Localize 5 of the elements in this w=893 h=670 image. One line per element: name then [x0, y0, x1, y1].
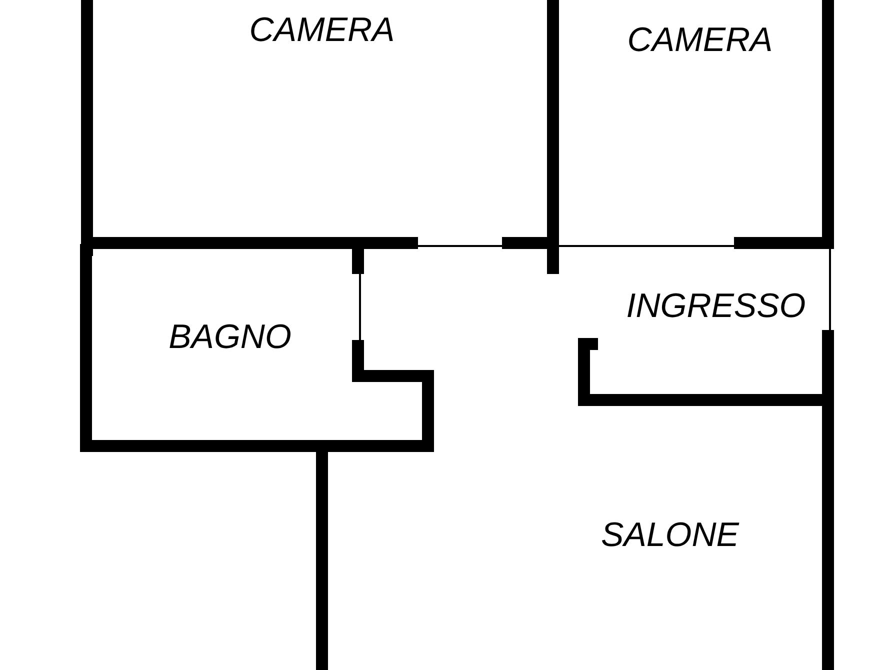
room-label: SALONE — [601, 518, 739, 552]
room-label: CAMERA — [627, 23, 773, 57]
room-label: CAMERA — [249, 13, 395, 47]
room-label: BAGNO — [168, 320, 292, 354]
room-label: INGRESSO — [626, 289, 806, 323]
